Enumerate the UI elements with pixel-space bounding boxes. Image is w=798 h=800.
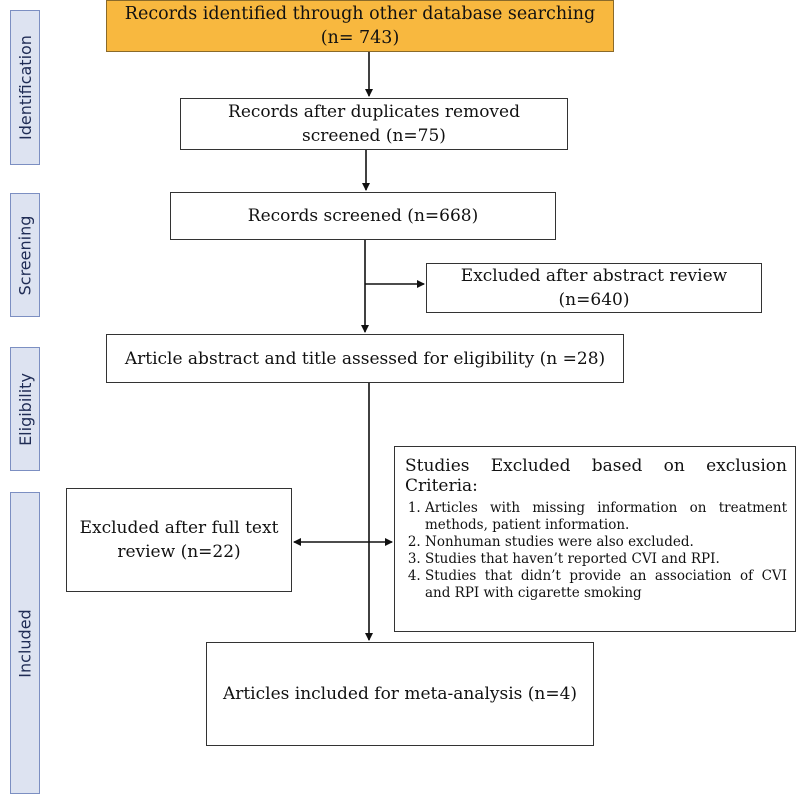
box-assessed-eligibility: Article abstract and title assessed for … (106, 334, 624, 383)
stage-identification: Identification (10, 10, 40, 165)
stage-eligibility: Eligibility (10, 347, 40, 471)
box-excluded-abstract-line1: Excluded after abstract review (460, 266, 728, 286)
box-excluded-fulltext-line1: Excluded after full text (79, 518, 279, 538)
box-records-identified: Records identified through other databas… (106, 0, 614, 52)
box-records-identified-line2: (n= 743) (320, 28, 400, 48)
box-records-identified-line1: Records identified through other databas… (124, 4, 596, 24)
stage-included: Included (10, 492, 40, 794)
box-assessed-eligibility-line1: Article abstract and title assessed for … (124, 348, 606, 369)
box-excluded-fulltext: Excluded after full text review (n=22) (66, 488, 292, 592)
criteria-item: Studies that haven’t reported CVI and RP… (425, 551, 787, 568)
box-excluded-abstract-line2: (n=640) (558, 290, 630, 310)
stage-screening: Screening (10, 193, 40, 317)
box-records-screened-line1: Records screened (n=668) (247, 206, 479, 226)
box-records-screened: Records screened (n=668) (170, 192, 556, 240)
box-excluded-abstract: Excluded after abstract review (n=640) (426, 263, 762, 313)
box-articles-included: Articles included for meta-analysis (n=4… (206, 642, 594, 746)
criteria-item: Articles with missing information on tre… (425, 500, 787, 534)
box-duplicates-removed-line1: Records after duplicates removed (228, 102, 520, 122)
box-duplicates-removed-line2: screened (n=75) (302, 126, 446, 146)
criteria-title-line2: Criteria: (405, 476, 478, 496)
criteria-item: Nonhuman studies were also excluded. (425, 534, 787, 551)
criteria-list: Articles with missing information on tre… (403, 500, 787, 602)
box-excluded-fulltext-line2: review (n=22) (117, 542, 241, 562)
criteria-title-line1: Studies Excluded based on exclusion (405, 456, 787, 476)
box-exclusion-criteria: Studies Excluded based on exclusion Crit… (394, 446, 796, 632)
box-duplicates-removed: Records after duplicates removed screene… (180, 98, 568, 150)
criteria-item: Studies that didn’t provide an associati… (425, 568, 787, 602)
box-articles-included-line1: Articles included for meta-analysis (n=4… (222, 684, 578, 704)
